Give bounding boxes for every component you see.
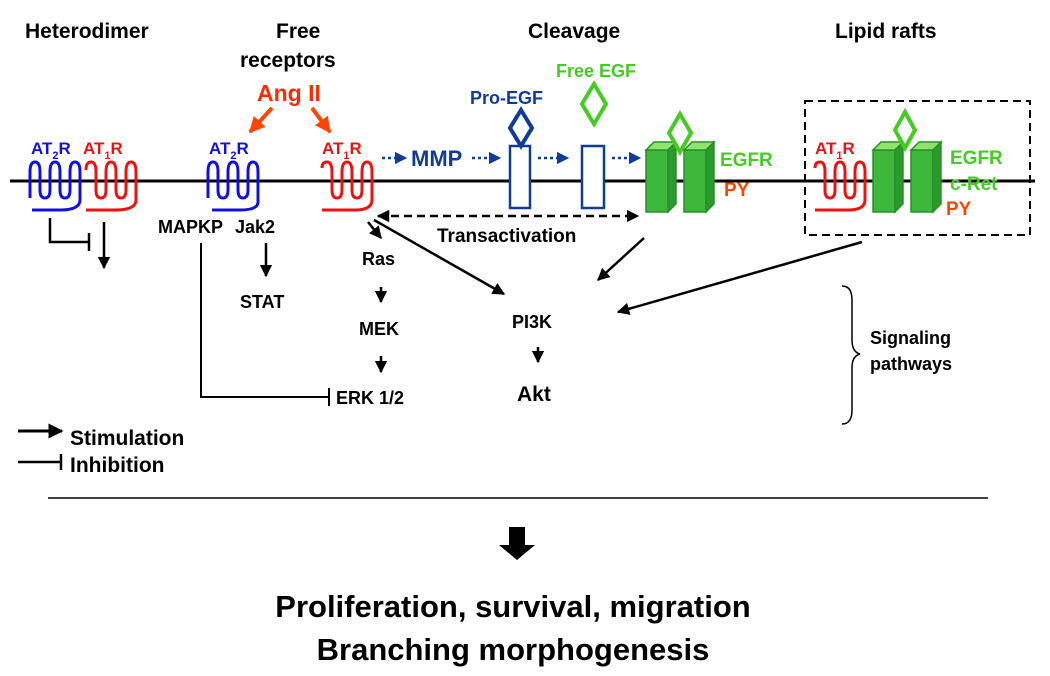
heterodimer-inhibition: [48, 218, 88, 244]
mek-label: MEK: [359, 319, 399, 339]
raft-to-pi3k-arrow: [616, 240, 863, 315]
at1r-to-ras-arrow: [367, 221, 382, 239]
egf-bound-diamond: [666, 110, 694, 156]
raft-egf-diamond: [892, 107, 918, 153]
at2r-heterodimer-receptor: [28, 160, 82, 212]
akt-label: Akt: [517, 383, 551, 406]
raft-egfr-side: [894, 140, 904, 214]
free-egf-label: Free EGF: [556, 61, 636, 81]
py-label-raft: PY: [946, 199, 972, 220]
pro-egf-label: Pro-EGF: [470, 88, 543, 108]
raft-cret-label: c-Ret: [950, 174, 998, 195]
egfr-to-pi3k-arrow: [597, 237, 645, 281]
mapkp-label: MAPKP: [158, 217, 223, 237]
outcome-line2: Branching morphogenesis: [317, 632, 710, 667]
pro-egf-diamond: [507, 106, 535, 150]
header-cleavage: Cleavage: [528, 20, 620, 43]
jak2-label: Jak2: [235, 217, 275, 237]
legend-stimulation-label: Stimulation: [70, 427, 184, 450]
outcome-block-arrow: [499, 527, 535, 560]
at2r-free-receptor: [206, 160, 260, 212]
signaling-label-line2: pathways: [870, 354, 952, 374]
ang-ii-arrow-left: [248, 106, 274, 134]
at1r-free-label: AT1R: [322, 139, 362, 162]
transactivation-label: Transactivation: [437, 226, 576, 247]
free-egf-diamond: [579, 80, 609, 128]
mmp-label: MMP: [411, 146, 462, 171]
header-free-line2: receptors: [240, 49, 336, 72]
at1r-heterodimer-label: AT1R: [83, 139, 123, 162]
at1r-raft-receptor: [813, 160, 867, 212]
mapkp-inhibits-erk: [200, 243, 328, 398]
header-lipid-rafts: Lipid rafts: [835, 20, 937, 43]
at1r-raft-label: AT1R: [815, 139, 855, 162]
egfr-monomer-left: [645, 149, 669, 213]
egfr-label: EGFR: [720, 150, 773, 171]
header-heterodimer: Heterodimer: [25, 20, 149, 43]
at1r-free-receptor: [320, 160, 374, 212]
stat-label: STAT: [240, 292, 284, 312]
egfr-monomer-right-side: [705, 140, 715, 214]
egfr-monomer-left-side: [667, 140, 677, 214]
at1r-to-pi3k-arrow: [373, 218, 506, 296]
at1r-heterodimer-receptor: [84, 160, 138, 212]
signaling-label-line1: Signaling: [870, 328, 951, 348]
ang-ii-arrow-right: [310, 106, 332, 134]
erk-label: ERK 1/2: [336, 388, 404, 408]
raft-cret-monomer: [910, 149, 934, 213]
ras-label: Ras: [362, 249, 395, 269]
egfr-monomer-right: [683, 149, 707, 213]
at2r-free-label: AT2R: [209, 139, 249, 162]
raft-egfr-label: EGFR: [950, 148, 1003, 169]
pro-egf-membrane-box: [508, 144, 532, 210]
lipid-raft-box: [804, 100, 1031, 236]
signaling-brace: [841, 285, 861, 425]
at2r-heterodimer-label: AT2R: [31, 139, 71, 162]
header-free-line1: Free: [276, 20, 320, 43]
legend-inhibition-label: Inhibition: [70, 454, 164, 477]
py-label-cleavage: PY: [724, 180, 750, 201]
outcome-line1: Proliferation, survival, migration: [275, 589, 750, 624]
ang-ii-label: Ang II: [257, 80, 321, 106]
cleaved-egf-membrane-box: [580, 144, 606, 210]
raft-cret-side: [932, 140, 942, 214]
pi3k-label: PI3K: [512, 312, 552, 332]
raft-egfr-monomer: [872, 149, 896, 213]
